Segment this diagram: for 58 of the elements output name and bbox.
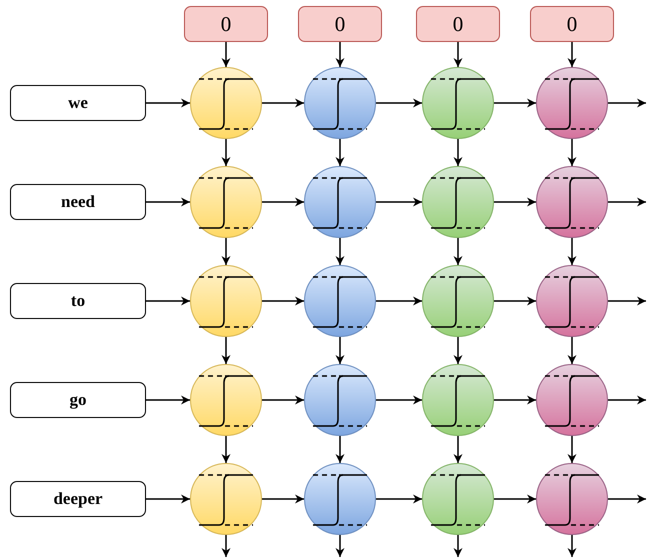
arrow (608, 494, 646, 504)
word-box: we (10, 85, 146, 121)
arrow (568, 139, 576, 166)
arrow (336, 337, 344, 364)
word-box: go (10, 382, 146, 418)
arrow (336, 436, 344, 463)
arrow (608, 98, 646, 108)
arrow (262, 98, 304, 108)
arrow (376, 296, 422, 306)
arrow (222, 535, 230, 557)
arrow (146, 494, 190, 504)
value-box: 0 (184, 6, 268, 42)
arrow (262, 396, 304, 404)
arrow (568, 337, 576, 364)
word-box: need (10, 184, 146, 220)
arrow (376, 198, 422, 206)
arrow (336, 139, 344, 166)
word-box: deeper (10, 481, 146, 517)
arrow (262, 198, 304, 206)
arrow (262, 296, 304, 306)
arrow (222, 436, 230, 463)
arrow (494, 198, 536, 206)
arrow (146, 198, 190, 206)
word-box: to (10, 283, 146, 319)
arrow (336, 42, 344, 67)
value-box: 0 (416, 6, 500, 42)
arrow (568, 42, 576, 67)
arrow (222, 42, 230, 67)
arrow (336, 535, 344, 557)
arrow (608, 396, 646, 404)
value-box: 0 (298, 6, 382, 42)
arrow (146, 396, 190, 404)
arrow (568, 238, 576, 265)
arrow (608, 296, 646, 306)
arrow (494, 494, 536, 504)
value-box: 0 (530, 6, 614, 42)
arrow (376, 494, 422, 504)
arrow (336, 238, 344, 265)
arrow (262, 494, 304, 504)
arrow (222, 139, 230, 166)
arrow (222, 238, 230, 265)
arrow (454, 535, 462, 557)
arrow (454, 238, 462, 265)
arrow (494, 296, 536, 306)
arrow (494, 396, 536, 404)
arrow (454, 337, 462, 364)
arrow (568, 535, 576, 557)
arrow (146, 98, 190, 108)
arrow (494, 98, 536, 108)
arrow (454, 139, 462, 166)
arrow (454, 42, 462, 67)
arrow (146, 296, 190, 306)
arrow (222, 337, 230, 364)
arrow (568, 436, 576, 463)
arrow (608, 198, 646, 206)
arrow (454, 436, 462, 463)
arrow (376, 396, 422, 404)
arrow (376, 98, 422, 108)
